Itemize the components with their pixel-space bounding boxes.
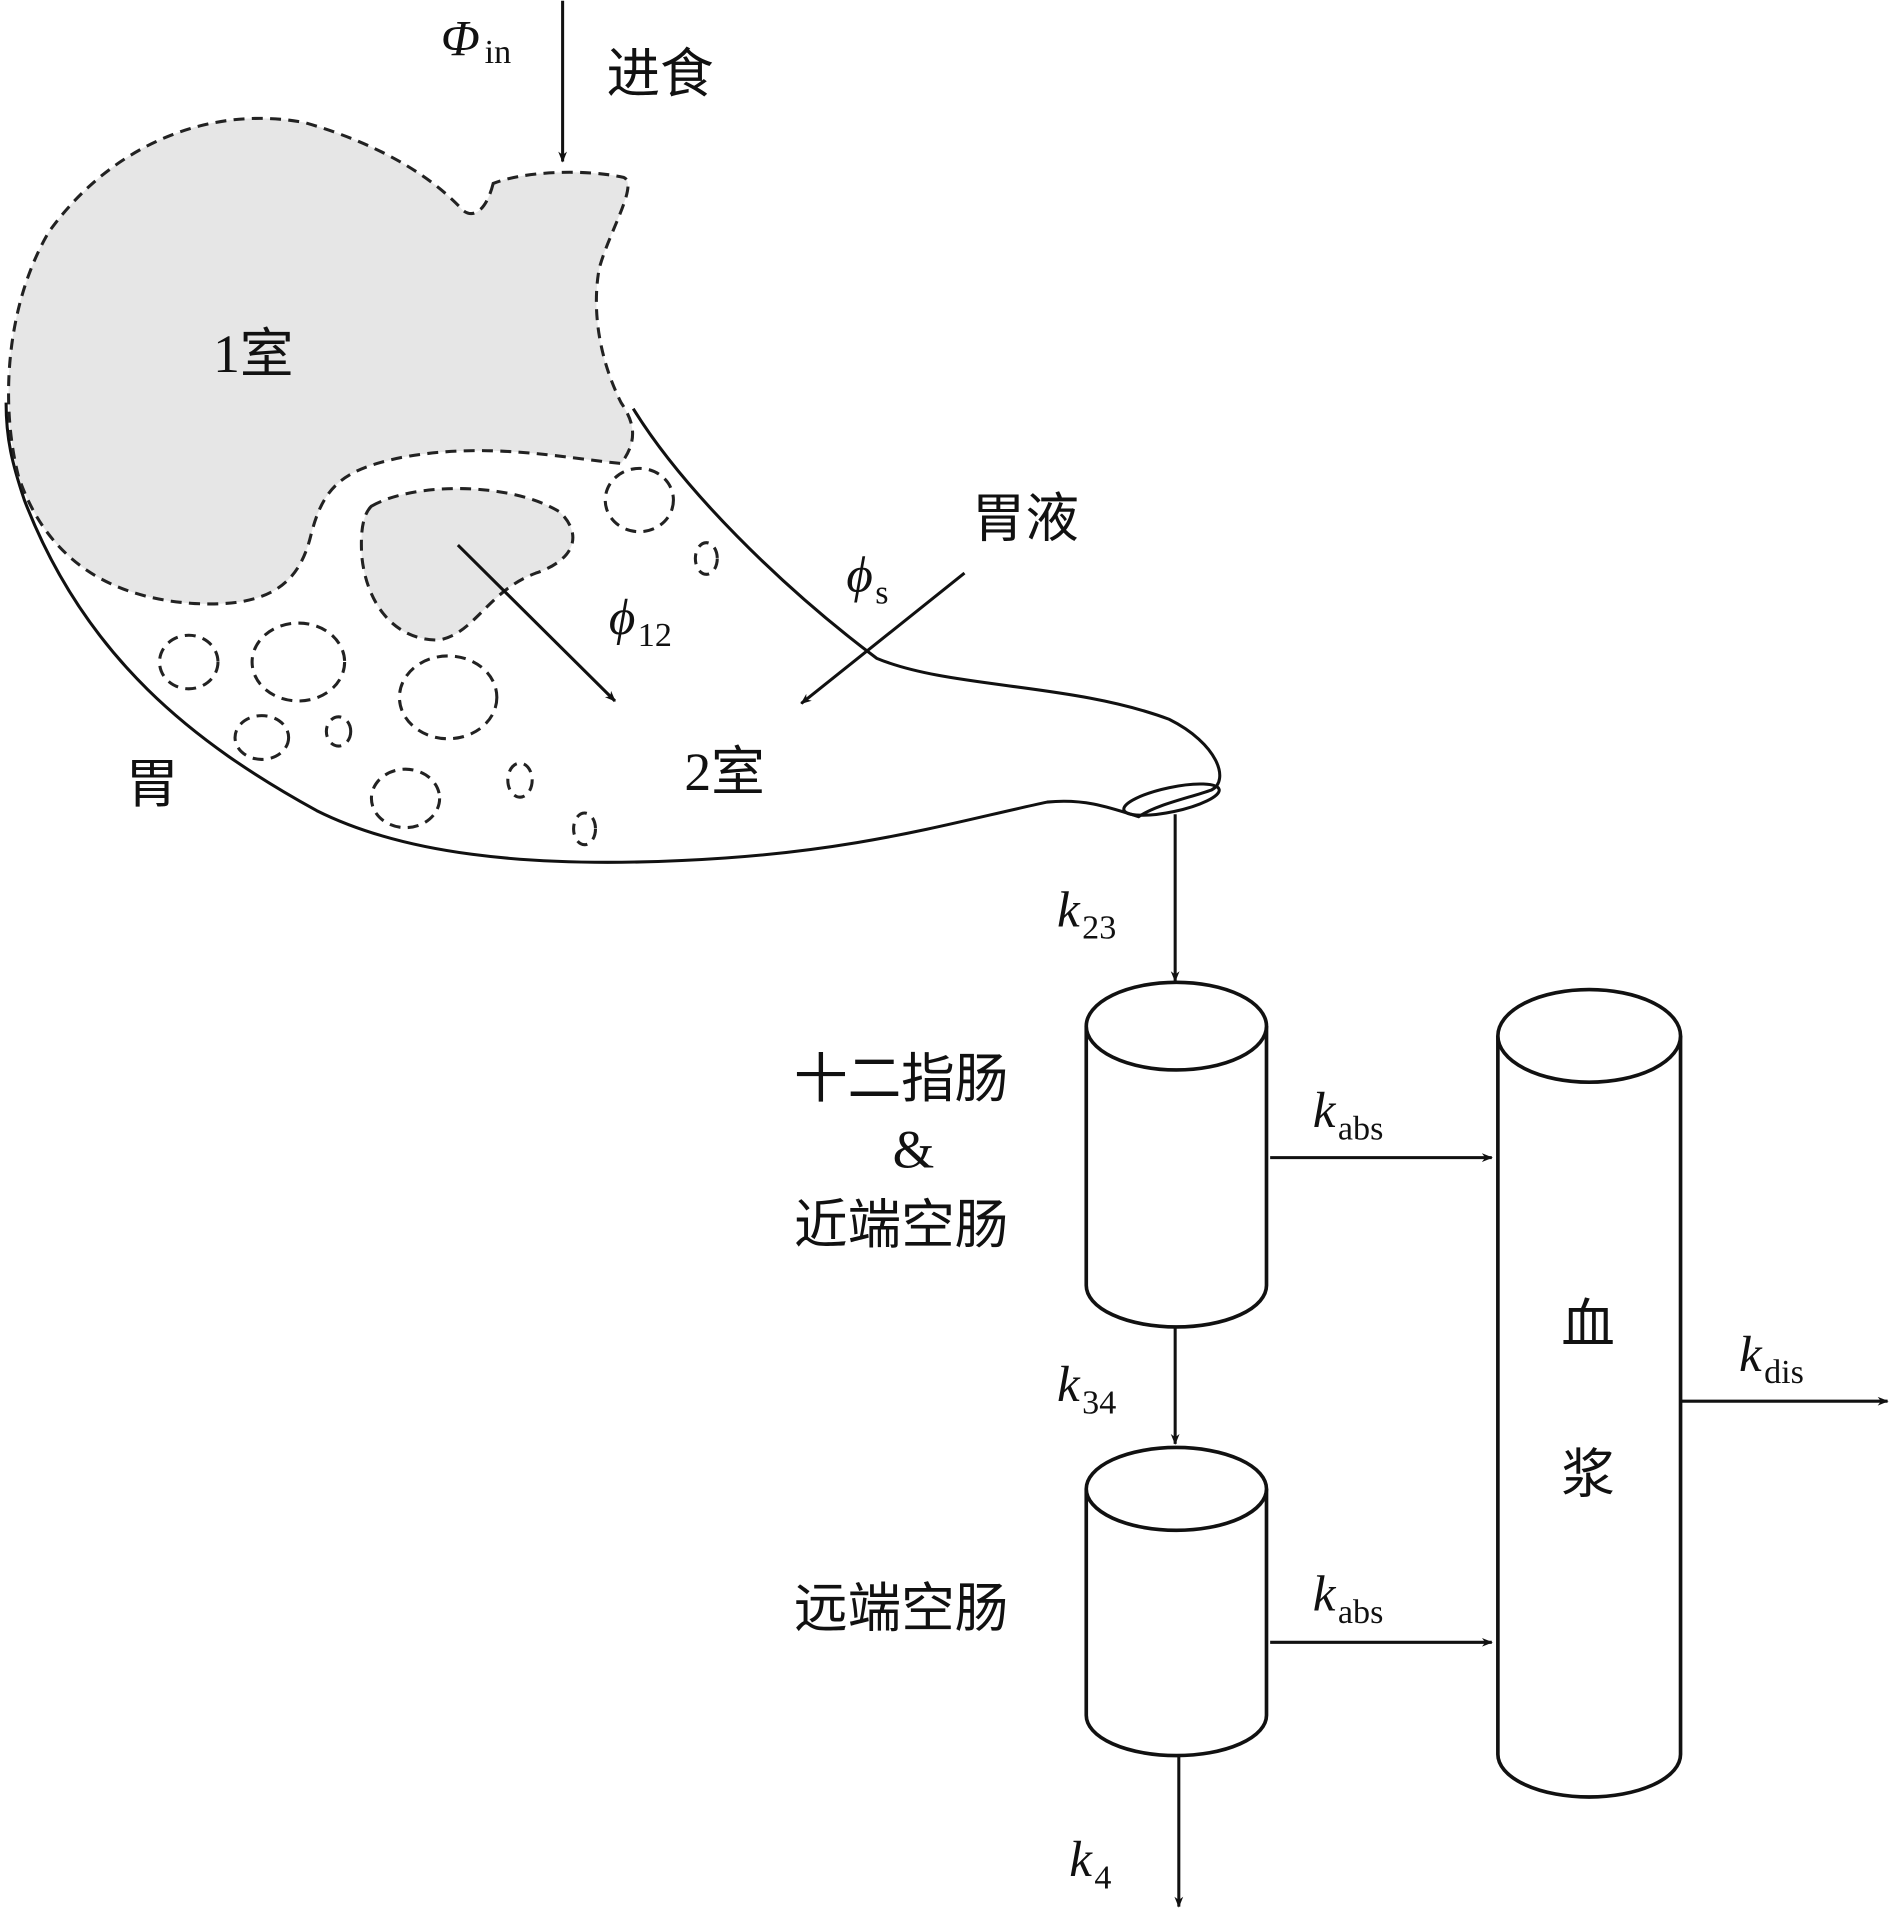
kdis-label: kdis (1739, 1326, 1804, 1391)
duodenum-label-line2: & (893, 1119, 935, 1179)
duodenum-label-line1: 十二指肠 (794, 1049, 1008, 1109)
feeding-label: 进食 (606, 44, 713, 104)
distal-jejunum-cylinder (1084, 1445, 1269, 1758)
k4-label: k4 (1069, 1831, 1111, 1896)
gastric-juice-arrow (800, 571, 966, 705)
phi-s-label: ϕs (846, 546, 888, 611)
food-particles (158, 466, 719, 847)
kabs1-label: kabs (1313, 1082, 1384, 1147)
chamber2-label: 2室 (684, 742, 764, 802)
plasma-cylinder (1496, 987, 1683, 1799)
chamber1-inner-blob (359, 487, 575, 642)
pylorus-opening (1122, 782, 1221, 817)
k34-label: k34 (1057, 1356, 1116, 1421)
distal-jejunum-label: 远端空肠 (794, 1578, 1008, 1638)
plasma-label-1: 血 (1561, 1295, 1615, 1355)
gastric-juice-label: 胃液 (972, 489, 1079, 549)
stomach-outline (4, 402, 1222, 864)
chamber1-label: 1室 (213, 324, 293, 384)
kabs2-label: kabs (1313, 1566, 1384, 1631)
plasma-label-2: 浆 (1561, 1445, 1615, 1505)
phi12-arrow (456, 544, 617, 703)
phi-12-label: ϕ12 (609, 589, 672, 654)
duodenum-label-line3: 近端空肠 (794, 1195, 1008, 1255)
stomach-label: 胃 (125, 754, 179, 814)
duodenum-cylinder (1084, 980, 1269, 1329)
k23-label: k23 (1057, 881, 1116, 946)
chamber1-region (7, 116, 635, 606)
